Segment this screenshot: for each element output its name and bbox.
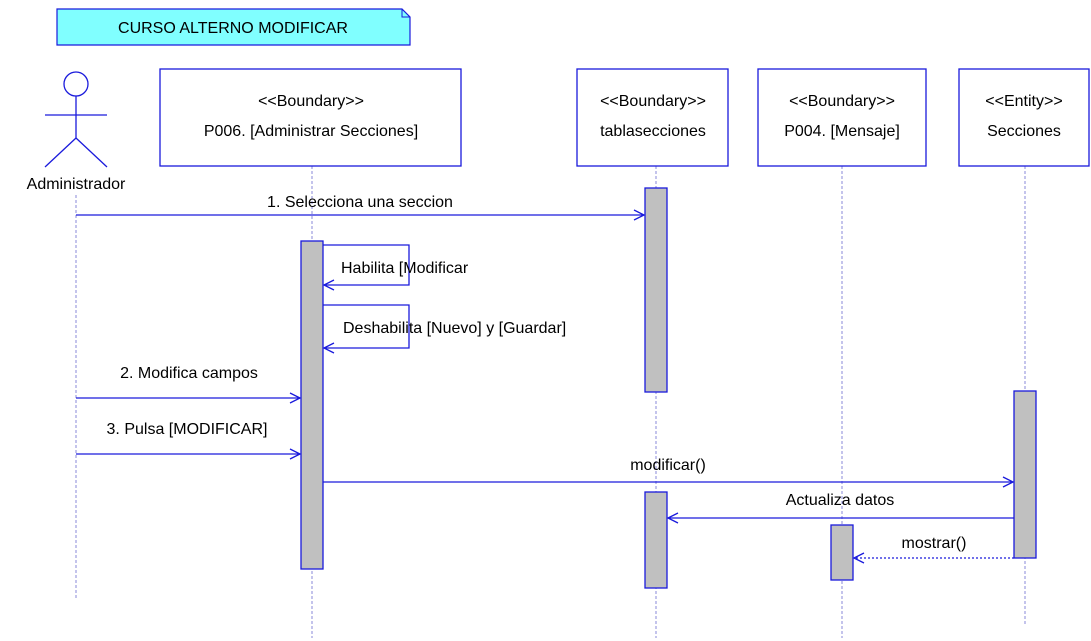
box-p004 (757, 68, 927, 167)
message-label-habilita: Habilita [Modificar (341, 260, 469, 277)
message-label-deshabilita: Deshabilita [Nuevo] y [Guardar] (343, 320, 566, 337)
message-label-2: 2. Modifica campos (120, 365, 258, 382)
actor-label: Administrador (27, 176, 126, 193)
tabla-name: tablasecciones (600, 123, 706, 140)
actor-head (63, 71, 89, 97)
p006-name: P006. [Administrar Secciones] (204, 123, 418, 140)
box-p006 (159, 68, 462, 167)
message-arrow-deshabilita (323, 304, 410, 348)
message-label-3: 3. Pulsa [MODIFICAR] (107, 421, 268, 438)
secciones-stereotype: <<Entity>> (985, 93, 1062, 110)
p004-name: P004. [Mensaje] (784, 123, 900, 140)
secciones-name: Secciones (987, 123, 1061, 140)
message-label-mostrar: mostrar() (902, 535, 967, 552)
activation-tabla-1 (644, 187, 668, 393)
activation-secciones (1013, 390, 1037, 559)
activation-p006 (300, 240, 324, 570)
activation-tabla-2 (644, 491, 668, 589)
message-label-actualiza: Actualiza datos (786, 492, 895, 509)
box-secciones (958, 68, 1090, 167)
tabla-stereotype: <<Boundary>> (600, 93, 706, 110)
lifelines (75, 166, 1026, 638)
activation-p004 (830, 524, 854, 581)
actor-administrador (44, 71, 108, 168)
p004-stereotype: <<Boundary>> (789, 93, 895, 110)
p006-stereotype: <<Boundary>> (258, 93, 364, 110)
note-text: CURSO ALTERNO MODIFICAR (118, 20, 348, 37)
box-tabla (576, 68, 729, 167)
message-label-1: 1. Selecciona una seccion (267, 194, 453, 211)
diagram-note: CURSO ALTERNO MODIFICAR (56, 8, 411, 46)
message-arrow-habilita (323, 244, 410, 285)
message-label-modificar: modificar() (630, 457, 706, 474)
